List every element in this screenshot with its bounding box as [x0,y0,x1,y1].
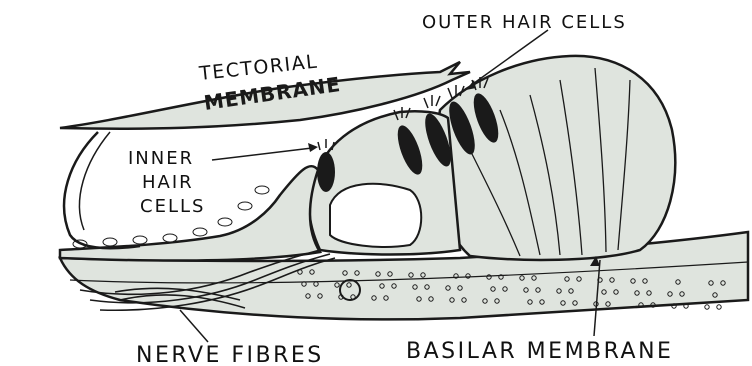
inner-label-line1: INNER [128,148,194,169]
limbus-cell [255,186,269,194]
inner-label-line2: HAIR [142,172,194,193]
limbus-cell [133,236,147,244]
limbus-cell [238,202,252,210]
outer-hair-cells-label: OUTER HAIR CELLS [422,12,627,33]
limbus-cell [218,218,232,226]
limbus-cell [163,234,177,242]
limbus-cell [193,228,207,236]
tunnel-space [330,184,421,247]
inner-hair-cell [317,152,335,192]
basilar-membrane-label: BASILAR MEMBRANE [406,339,673,364]
limbus-cell [103,238,117,246]
basilar-dot [705,305,709,309]
nerve-fibres-label: NERVE FIBRES [136,343,324,366]
inner-label-line3: CELLS [140,196,205,217]
basilar-dot [717,305,721,309]
